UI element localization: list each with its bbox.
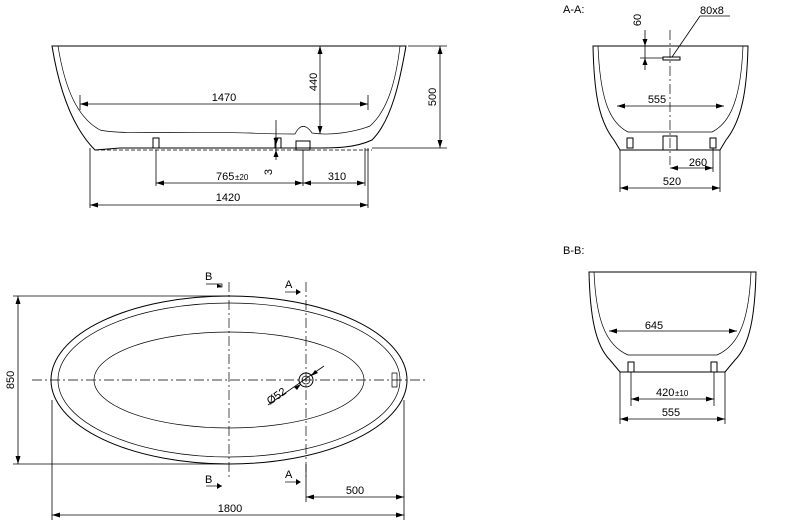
dim-length: 1800 [218, 503, 242, 515]
aa-base-width: 520 [663, 176, 681, 188]
dim-width: 850 [5, 371, 17, 389]
section-bb: B-B: 645 420 ±10 555 [563, 245, 757, 424]
aa-overflow-height: 60 [632, 14, 644, 26]
section-bb-title: B-B: [563, 245, 584, 257]
aa-overflow-size: 80x8 [700, 5, 724, 17]
section-aa: A-A: 80x8 60 555 260 [563, 4, 749, 192]
section-aa-title: A-A: [563, 4, 584, 16]
section-aa-inner [597, 45, 744, 133]
aa-inner-width: 555 [648, 94, 666, 106]
marker-a-top: A [285, 279, 293, 291]
section-aa-outline [592, 45, 749, 151]
side-view-drain [295, 140, 311, 151]
side-view-foot-left [152, 137, 160, 149]
drain-icon [298, 372, 314, 388]
section-bb-inner [593, 271, 752, 356]
bb-base-width: 555 [662, 407, 680, 419]
side-view-outline [51, 45, 407, 151]
aa-foot-spacing: 260 [689, 157, 707, 169]
dim-drain-offset: 500 [346, 485, 364, 497]
bb-foot-tol: ±10 [675, 389, 689, 398]
dim-height: 500 [427, 88, 439, 106]
section-bb-outline [588, 271, 757, 373]
dim-base-length: 1420 [216, 192, 240, 204]
marker-b-top: B [205, 271, 212, 283]
dim-drain-pos: 765 [216, 171, 234, 183]
dim-depth: 440 [308, 73, 320, 91]
marker-b-bottom: B [205, 474, 212, 486]
top-view: Ø52 B A B A 850 500 1800 [5, 271, 425, 520]
bb-inner-width: 645 [645, 320, 663, 332]
dim-drain-diameter: Ø52 [265, 386, 289, 408]
dim-inner-length: 1470 [212, 92, 236, 104]
side-view-inner-bowl [57, 45, 401, 135]
marker-a-bottom: A [285, 469, 293, 481]
dim-drain-to-end: 310 [328, 171, 346, 183]
dim-foot-gap: 3 [263, 169, 275, 175]
bb-foot-spacing: 420 [656, 387, 674, 399]
side-view-foot-right [274, 137, 282, 149]
dim-drain-tol: ±20 [235, 173, 249, 182]
side-view: 1470 440 500 3 765 ±20 310 1420 [51, 45, 447, 208]
